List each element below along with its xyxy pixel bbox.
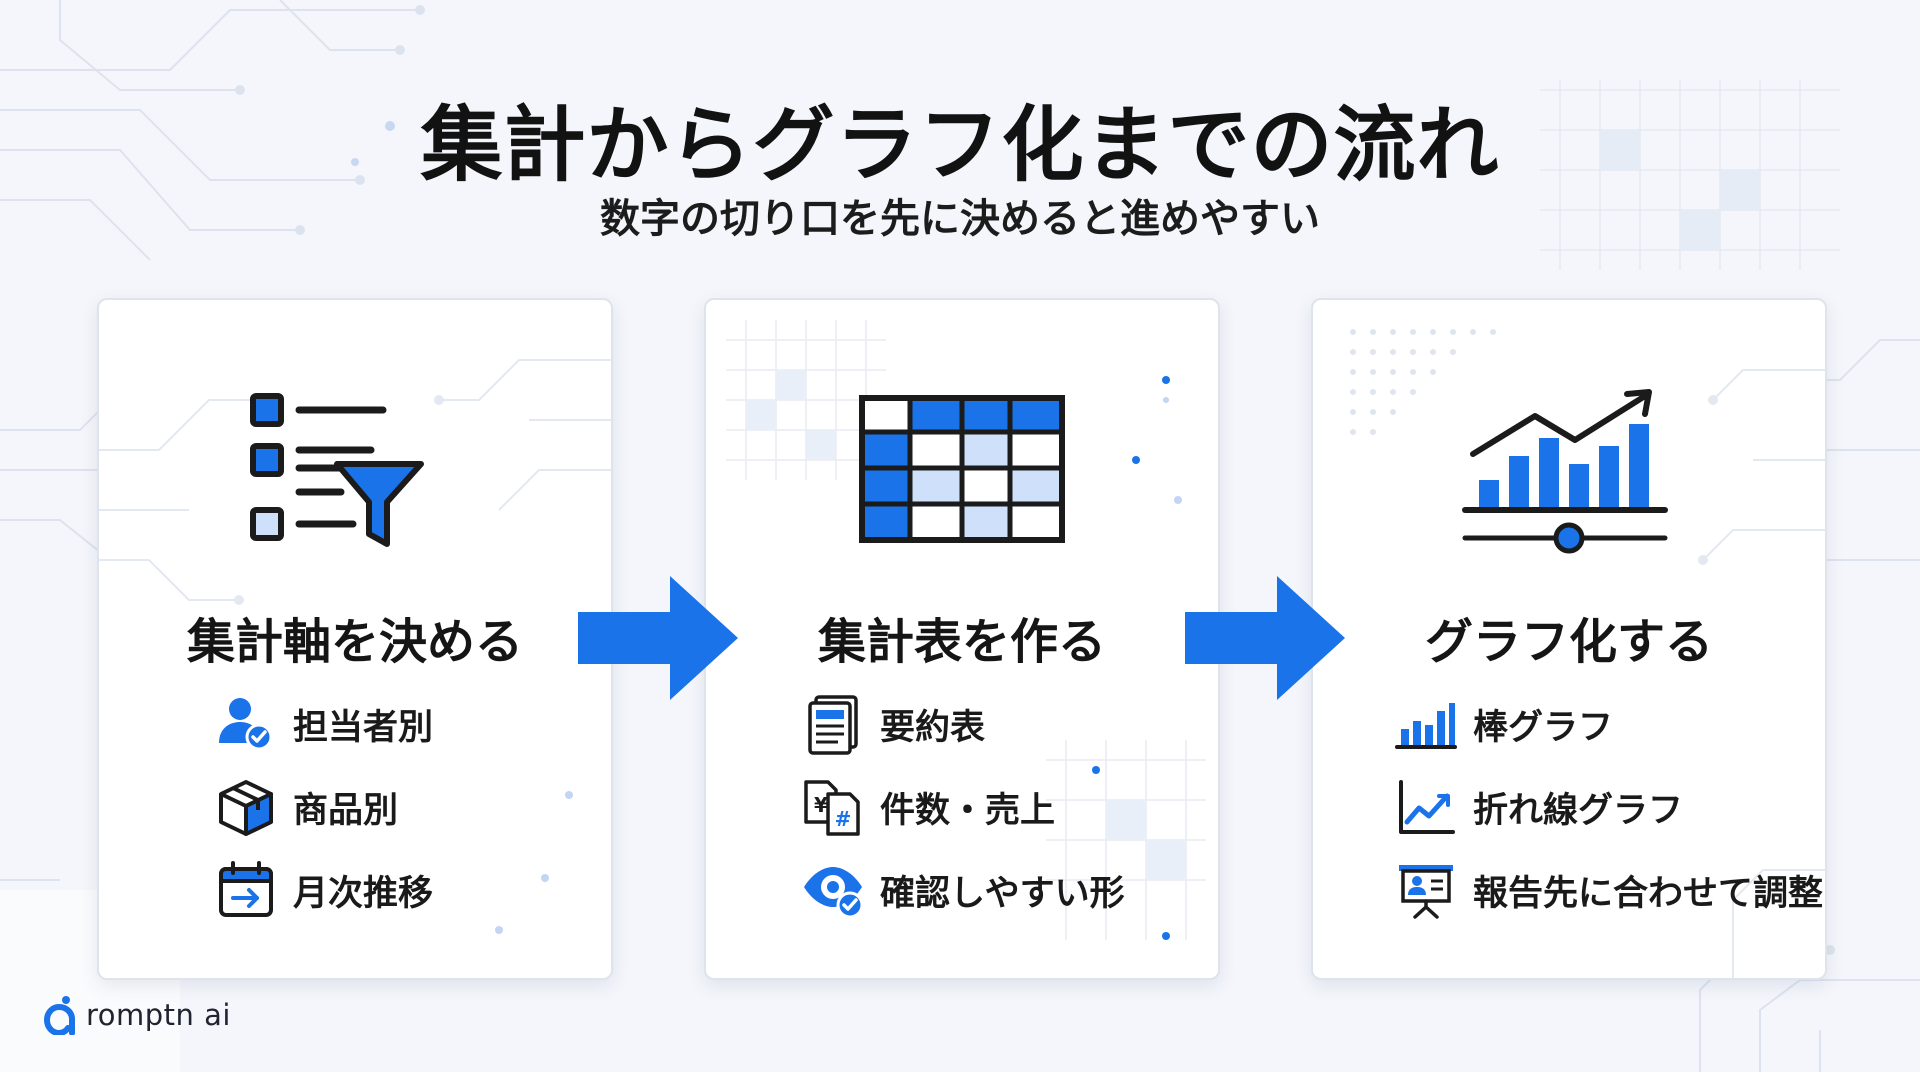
list-item: 担当者別 [215,692,433,756]
romptn-logo-icon [43,996,75,1035]
list-item: 報告先に合わせて調整 [1395,858,1823,922]
list-item: 月次推移 [215,858,433,922]
page-subtitle: 数字の切り口を先に決めると進めやすい [600,196,1320,242]
list-item-label: 月次推移 [293,873,434,914]
list-item-label: 要約表 [880,707,986,748]
presentation-icon [1399,865,1453,919]
list-item: ¥ # 件数・売上 [802,775,1055,839]
calendar-arrow-icon [219,861,273,917]
list-item-label: 折れ線グラフ [1473,790,1684,831]
bar-chart-icon [1395,703,1457,749]
person-check-icon [219,698,273,751]
step-card-define-axis: 集計軸を決める 担当者別 商品別 月次推移 [97,298,613,980]
flow-arrow-icon [578,576,738,700]
eye-check-icon [804,867,864,919]
page-title: 集計からグラフ化までの流れ [420,98,1500,193]
card-decoration [1350,329,1825,978]
brand-logo: romptn ai [42,992,231,1038]
list-item-label: 確認しやすい形 [880,873,1125,914]
svg-text:¥: ¥ [814,793,828,817]
flow-arrow-icon [1185,576,1345,700]
list-item-label: 商品別 [293,790,399,831]
list-filter-icon [250,393,424,547]
box-icon [219,780,273,836]
list-item-label: 担当者別 [293,707,434,748]
list-item: 要約表 [802,692,985,756]
chart-trend-icon [1462,389,1668,554]
step-title: 集計表を作る [817,614,1106,670]
list-item: 確認しやすい形 [802,858,1125,922]
list-item-label: 件数・売上 [880,790,1056,831]
step-title: 集計軸を決める [186,614,523,670]
svg-text:#: # [835,807,852,831]
line-chart-icon [1399,780,1455,834]
card-decoration [99,359,611,934]
list-item: 折れ線グラフ [1395,775,1683,839]
yen-hash-document-icon: ¥ # [804,780,860,836]
step-card-build-table: 集計表を作る 要約表 ¥ # 件数・売上 確認しやすい形 [704,298,1220,980]
step-title: グラフ化する [1424,614,1713,670]
list-item-label: 棒グラフ [1473,707,1614,748]
list-item: 商品別 [215,775,398,839]
table-grid-icon [859,395,1065,543]
list-item: 棒グラフ [1395,692,1613,756]
document-icon [808,695,858,755]
list-item-label: 報告先に合わせて調整 [1473,873,1824,914]
step-card-make-chart: グラフ化する 棒グラフ 折れ線グラフ 報告先に合わせて調整 [1311,298,1827,980]
brand-name: romptn ai [86,998,231,1032]
